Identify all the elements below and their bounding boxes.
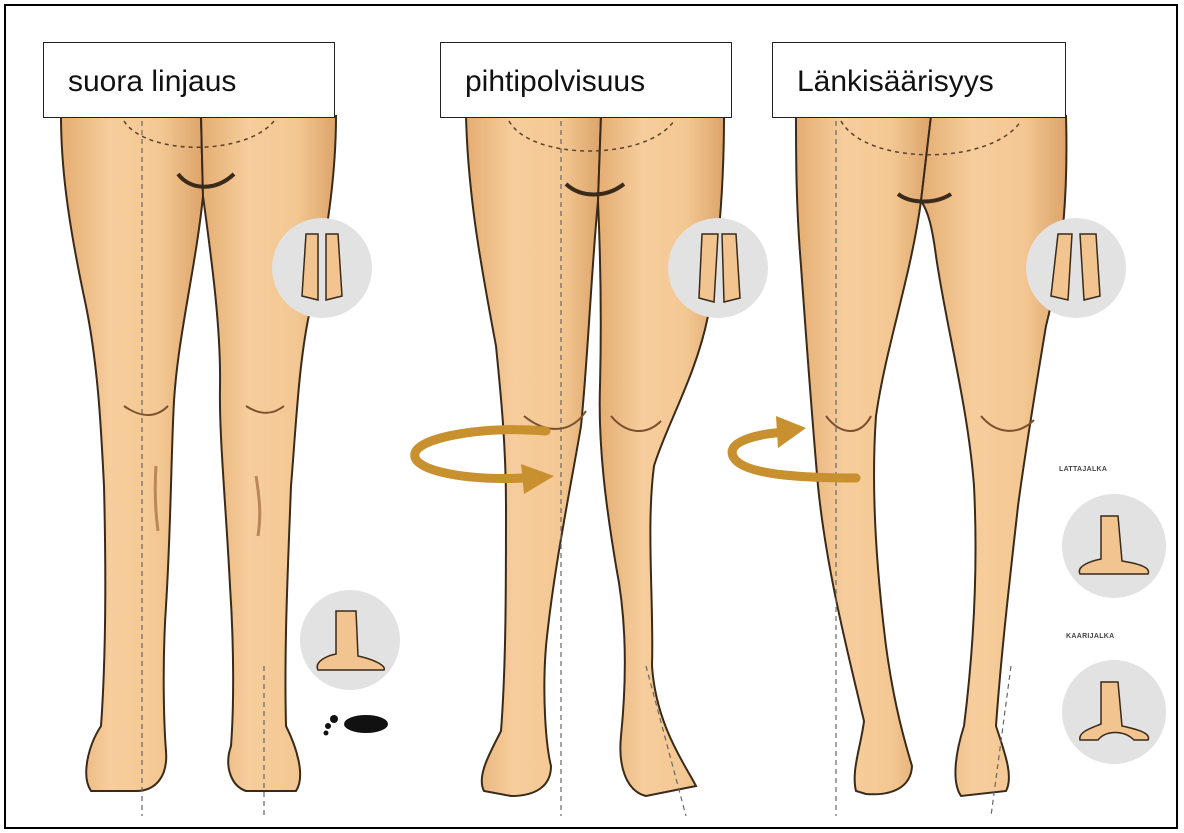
- label-bow-legs: Länkisäärisyys: [772, 42, 1066, 118]
- footprint-icon: [324, 715, 389, 736]
- feet-pair-icon: [668, 218, 768, 318]
- left-leg: [796, 116, 931, 794]
- flat-foot-caption: LATTAJALKA: [1059, 466, 1107, 473]
- label-text: suora linjaus: [68, 65, 236, 98]
- right-leg: [201, 116, 336, 791]
- left-leg: [61, 116, 203, 791]
- label-knock-knees: pihtipolvisuus: [440, 42, 732, 118]
- left-leg: [466, 116, 601, 796]
- panel-knock-knees: [415, 116, 768, 816]
- right-leg: [921, 116, 1066, 796]
- label-text: pihtipolvisuus: [465, 65, 645, 98]
- feet-pair-icon: [1026, 218, 1126, 318]
- feet-pair-icon: [272, 218, 372, 318]
- legs-illustration: [6, 6, 1176, 827]
- figure-frame: suora linjaus pihtipolvisuus Länkisääris…: [4, 4, 1178, 829]
- right-leg: [598, 116, 724, 796]
- high-arch-caption: KAARIJALKA: [1066, 633, 1115, 640]
- label-text: Länkisäärisyys: [797, 65, 994, 98]
- panel-straight-legs: [61, 116, 400, 816]
- label-straight-alignment: suora linjaus: [43, 42, 335, 118]
